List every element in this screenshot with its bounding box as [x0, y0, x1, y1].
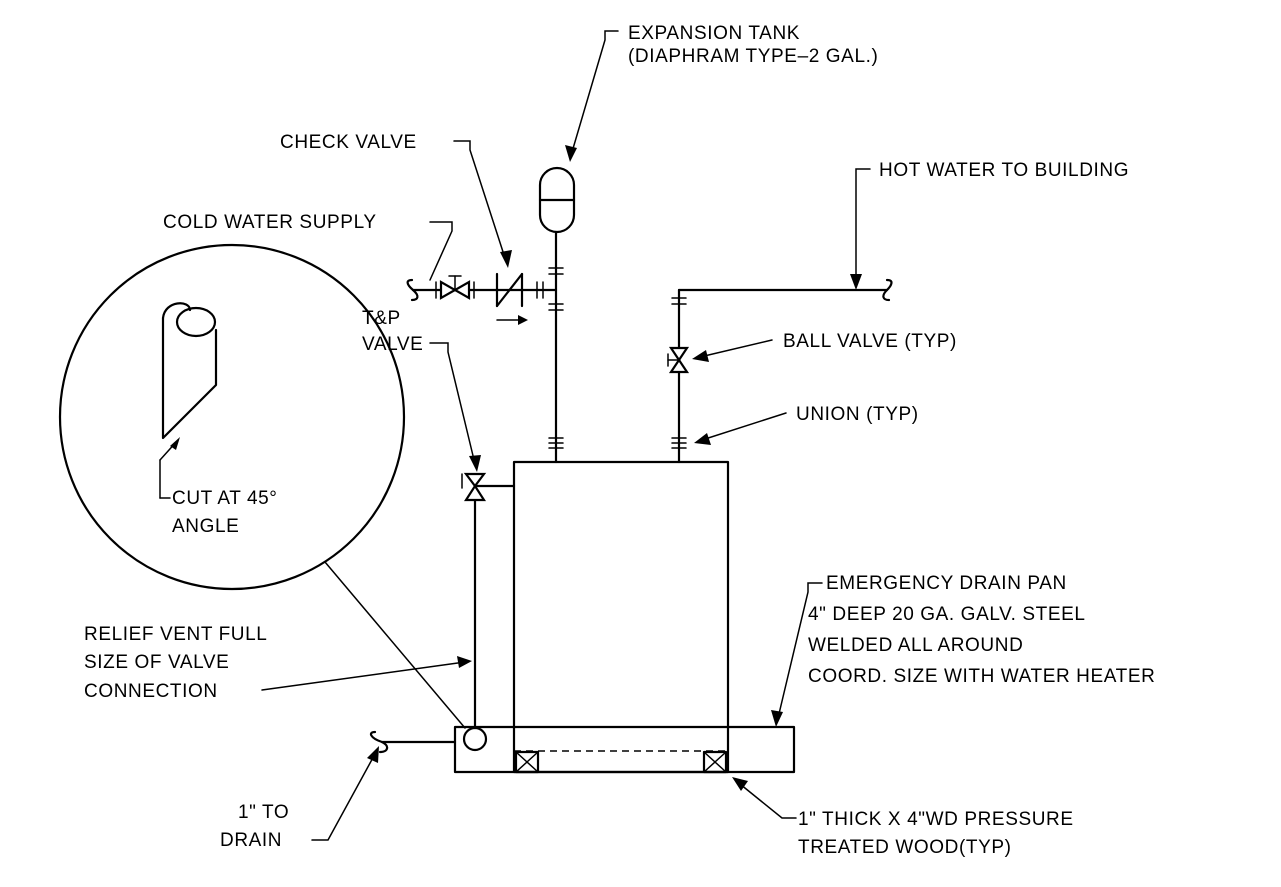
wood-arrow — [732, 777, 748, 791]
tp-valve-arrow — [469, 455, 481, 472]
emergency-drain-pan — [453, 725, 796, 774]
relief-vent-arrow — [457, 656, 472, 668]
expansion-tank-label-line2: (DIAPHRAM TYPE–2 GAL.) — [628, 46, 878, 67]
hot-water-arrow — [850, 274, 862, 290]
check-valve-leader — [453, 140, 506, 259]
drain-leader — [311, 753, 376, 841]
water-heater-tank — [512, 460, 730, 774]
drain-pan-leader — [777, 582, 823, 719]
tp-valve-symbol — [461, 472, 490, 502]
drain-label-line1: 1" TO — [238, 802, 289, 823]
union-label: UNION (TYP) — [796, 404, 919, 425]
union-leader — [701, 412, 787, 441]
cut-pipe-outline — [161, 316, 218, 440]
wood-label-line1: 1" THICK X 4"WD PRESSURE — [798, 809, 1074, 830]
cut-detail-callout: CUT AT 45° ANGLE — [58, 243, 466, 729]
hot-water-leader — [855, 168, 871, 283]
ball-valve-symbol — [667, 346, 690, 374]
drain-pan-label-line4: COORD. SIZE WITH WATER HEATER — [808, 666, 1155, 687]
tp-valve-label-line2: VALVE — [362, 334, 423, 355]
relief-vent-outlet — [462, 726, 488, 752]
pipe-top-curve — [161, 302, 192, 320]
tp-valve-leader — [429, 342, 476, 465]
expansion-tank-arrow — [565, 145, 577, 162]
relief-vent-label-line1: RELIEF VENT FULL — [84, 624, 267, 645]
wood-block-left — [514, 750, 540, 774]
cold-inlet-union — [548, 437, 564, 449]
ball-valve-arrow — [692, 350, 709, 362]
hot-top-union — [671, 297, 687, 305]
drain-pan-arrow — [771, 710, 783, 727]
detail-pointer-line — [324, 561, 466, 729]
flow-arrow-head — [518, 315, 528, 325]
drain-pan-label-line1: EMERGENCY DRAIN PAN — [826, 573, 1067, 594]
check-valve-symbol — [495, 272, 528, 325]
tp-valve-label-line1: T&P — [362, 308, 401, 329]
cut-leader-arrow — [170, 437, 180, 450]
expansion-tank-symbol — [538, 166, 576, 234]
cut-label-line2: ANGLE — [172, 516, 239, 537]
pipe-end-oval — [175, 306, 217, 338]
check-valve-label: CHECK VALVE — [280, 132, 417, 153]
check-valve-arrow — [500, 250, 512, 268]
detail-circle — [58, 243, 406, 591]
cold-union — [536, 267, 564, 311]
wood-leader — [739, 783, 797, 819]
cold-supply-break — [406, 278, 419, 302]
drain-pan-label-line3: WELDED ALL AROUND — [808, 635, 1023, 656]
union-arrow — [694, 433, 711, 445]
drain-pipe-break — [369, 730, 389, 754]
relief-vent-label-line2: SIZE OF VALVE — [84, 652, 229, 673]
cold-gate-valve — [435, 275, 475, 300]
drain-pan-label-line2: 4" DEEP 20 GA. GALV. STEEL — [808, 604, 1086, 625]
wood-block-right — [702, 750, 728, 774]
cold-water-supply-label: COLD WATER SUPPLY — [163, 212, 377, 233]
cut-label-line1: CUT AT 45° — [172, 488, 277, 509]
hot-water-label: HOT WATER TO BUILDING — [879, 160, 1129, 181]
relief-vent-label-line3: CONNECTION — [84, 681, 218, 702]
cold-water-supply-leader — [429, 221, 453, 281]
drain-label-line2: DRAIN — [220, 830, 282, 851]
expansion-tank-leader — [571, 30, 619, 153]
relief-vent-leader — [261, 661, 466, 691]
hot-outlet-union — [671, 437, 687, 449]
hot-supply-break — [882, 278, 893, 302]
ball-valve-leader — [699, 339, 773, 358]
ball-valve-label: BALL VALVE (TYP) — [783, 331, 957, 352]
expansion-tank-label-line1: EXPANSION TANK — [628, 23, 800, 44]
drain-arrow — [367, 746, 379, 763]
wood-label-line2: TREATED WOOD(TYP) — [798, 837, 1012, 858]
